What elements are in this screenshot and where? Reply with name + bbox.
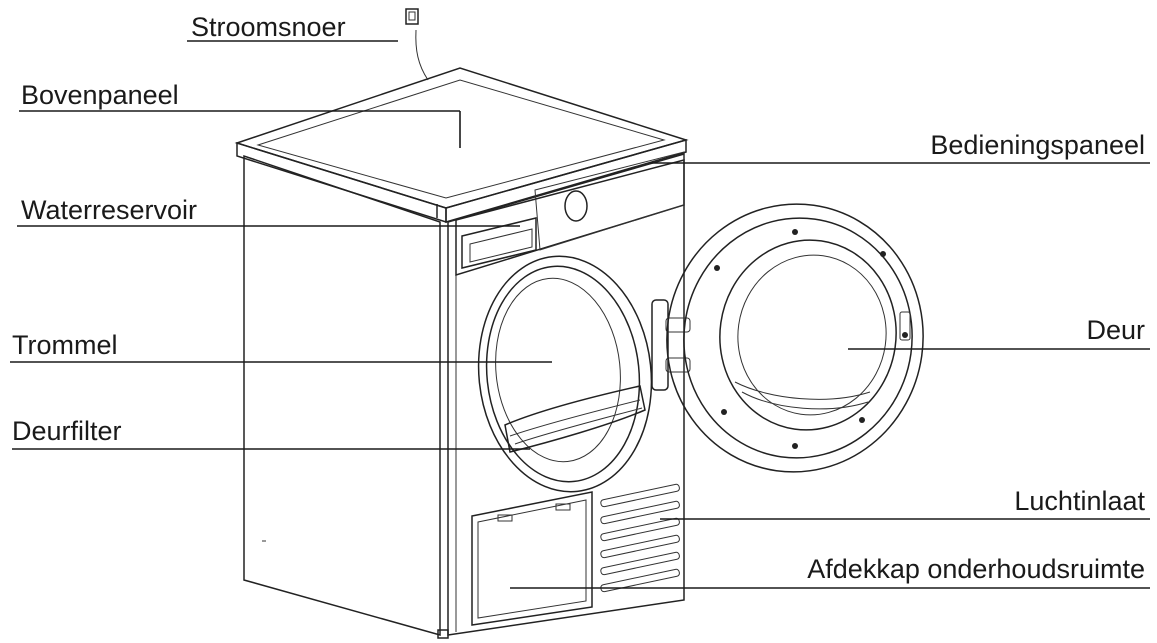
label-deurfilter: Deurfilter	[12, 416, 122, 446]
door	[666, 203, 924, 473]
label-deur: Deur	[1086, 315, 1145, 345]
door-filter	[504, 385, 646, 453]
side-panel	[243, 154, 441, 636]
top-panel	[234, 67, 689, 224]
label-afdekkap: Afdekkap onderhoudsruimte	[807, 554, 1145, 584]
label-luchtinlaat: Luchtinlaat	[1014, 486, 1145, 516]
plug-icon	[405, 8, 419, 25]
drum	[477, 255, 653, 493]
leader-lines	[10, 40, 1150, 589]
door-hinge	[651, 299, 691, 391]
front-panel	[447, 151, 685, 636]
air-inlet-grille	[600, 483, 680, 593]
power-cord	[415, 29, 429, 81]
label-bedieningspaneel: Bedieningspaneel	[930, 130, 1145, 160]
label-waterreservoir: Waterreservoir	[21, 195, 197, 225]
label-stroomsnoer: Stroomsnoer	[191, 12, 346, 42]
water-reservoir-drawer	[461, 217, 537, 269]
label-trommel: Trommel	[12, 330, 118, 360]
labels: Stroomsnoer Bovenpaneel Bedieningspaneel…	[12, 12, 1145, 584]
label-bovenpaneel: Bovenpaneel	[21, 80, 179, 110]
dryer-illustration	[234, 8, 924, 639]
control-knob	[564, 190, 588, 222]
maintenance-cover	[471, 491, 593, 626]
